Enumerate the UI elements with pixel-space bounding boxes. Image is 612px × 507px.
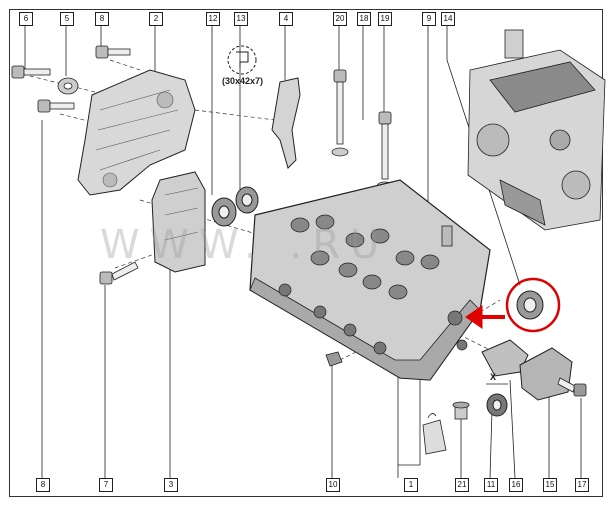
gear-12 [211,197,237,227]
callout-13: 13 [234,12,248,26]
engine-mount-3 [151,171,206,273]
bolt-8-upper [95,45,131,59]
sensor-9 [441,225,453,247]
leader-16 [509,379,516,479]
callout-21: 21 [455,478,469,492]
callout-1: 1 [404,478,418,492]
bolt-7 [99,261,139,285]
callout-11: 11 [484,478,498,492]
sealant-pouch [422,413,447,455]
watermark: WWW. .RU [100,222,390,268]
bolt-6 [11,65,51,79]
cover-15 [519,347,573,401]
callout-5: 5 [60,12,74,26]
callout-8-top: 8 [95,12,109,26]
bolt-8-lower [37,99,75,113]
bolt-19 [376,111,394,191]
callout-17: 17 [575,478,589,492]
highlight-arrow [465,305,505,329]
callout-3: 3 [164,478,178,492]
engine-inset [467,29,606,231]
clip-icon [227,45,257,75]
callout-4: 4 [279,12,293,26]
washer-5 [57,77,79,95]
callout-6: 6 [19,12,33,26]
gear-13 [235,186,259,214]
callout-14: 14 [441,12,455,26]
bolt-17 [557,377,587,397]
x-dimension-label: X [490,372,497,382]
callout-16: 16 [509,478,523,492]
callout-10: 10 [326,478,340,492]
clip-spec-label: (30x42x7) [222,76,264,86]
callout-2: 2 [149,12,163,26]
bracket-4 [271,77,301,169]
camshaft-lobes [290,214,440,300]
callout-20: 20 [333,12,347,26]
seal-11 [486,393,508,417]
callout-9: 9 [422,12,436,26]
callout-12: 12 [206,12,220,26]
callout-7: 7 [99,478,113,492]
camshaft-seal-14 [516,290,544,320]
plug-21 [452,401,470,420]
nut-10 [325,351,343,367]
callout-15: 15 [543,478,557,492]
callout-18: 18 [357,12,371,26]
leader-11 [489,409,493,479]
diagram-frame [9,9,603,497]
bolt-20 [331,69,349,157]
callout-19: 19 [378,12,392,26]
callout-8-bottom: 8 [36,478,50,492]
highlight-circle [505,277,561,333]
